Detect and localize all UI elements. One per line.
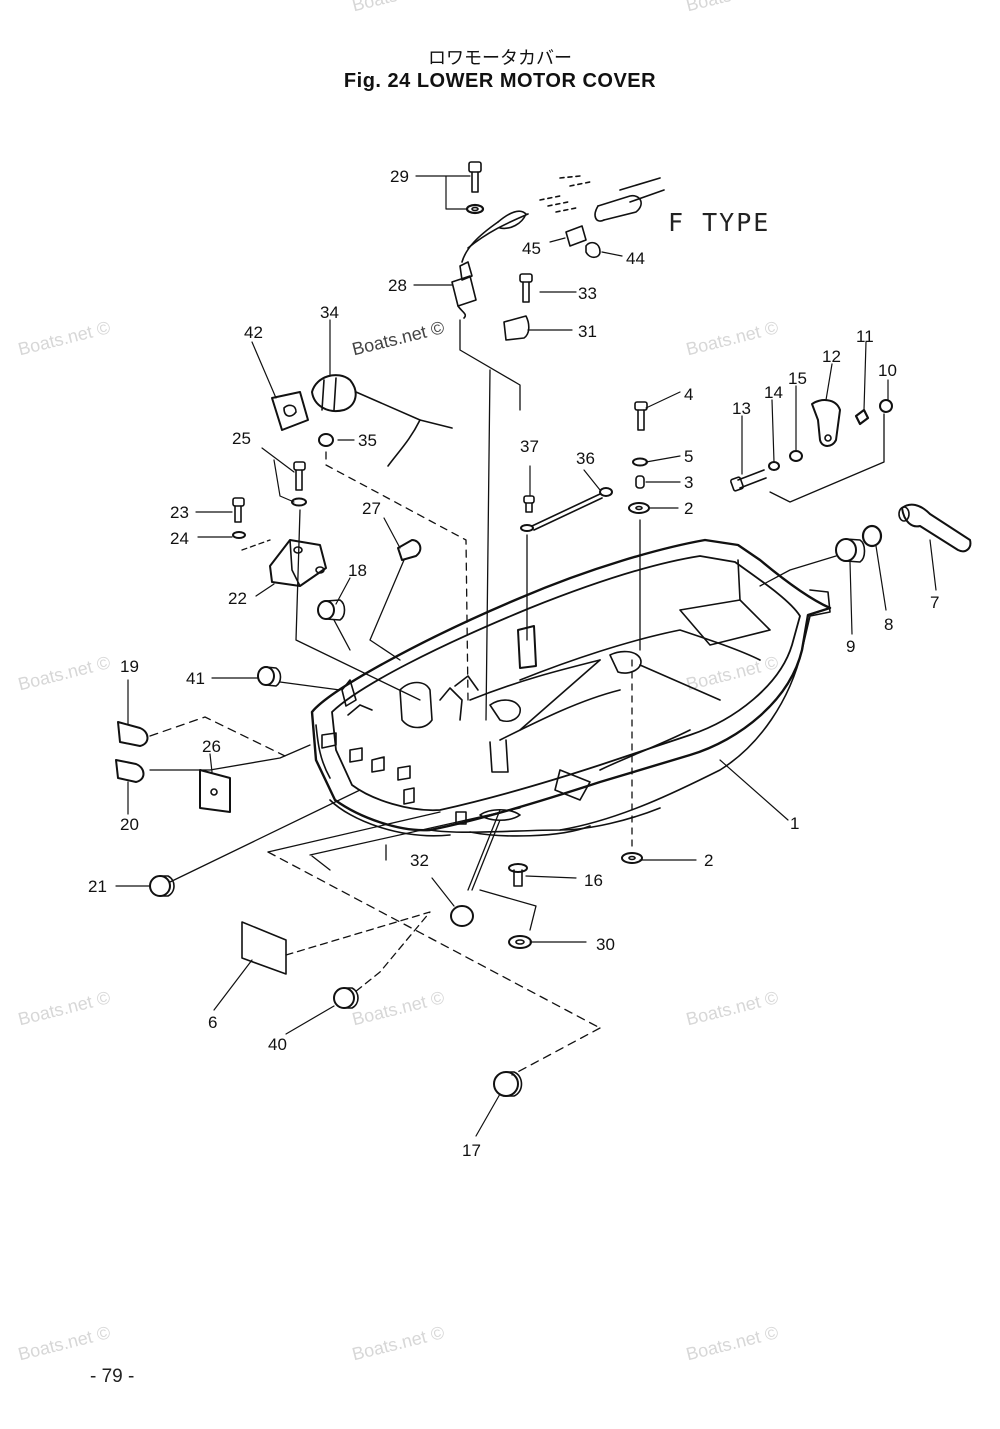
callout-35: 35 — [358, 431, 377, 450]
callout-18: 18 — [348, 561, 367, 580]
callout-30: 30 — [596, 935, 615, 954]
leader-lines — [115, 175, 937, 1137]
callout-1: 1 — [790, 814, 799, 833]
part-44-45-wire-harness — [539, 175, 665, 259]
part-2-grommet-lower — [621, 852, 643, 864]
part-30-grommet — [508, 935, 532, 949]
callout-labels: 1 2 2 3 4 5 6 7 8 9 10 11 12 13 14 15 16… — [88, 167, 939, 1160]
part-21-plug — [149, 875, 175, 897]
part-9-8-7-handle — [835, 503, 972, 563]
callout-2-lower: 2 — [704, 851, 713, 870]
part-18-grommet — [317, 599, 346, 621]
part-6-label — [241, 921, 287, 975]
lower-cover-body — [310, 538, 832, 837]
callout-4: 4 — [684, 385, 693, 404]
part-19-20-clips — [115, 721, 149, 783]
callout-36: 36 — [576, 449, 595, 468]
callout-15: 15 — [788, 369, 807, 388]
callout-34: 34 — [320, 303, 339, 322]
callout-2: 2 — [684, 499, 693, 518]
part-26-plate — [199, 769, 231, 813]
callout-7: 7 — [930, 593, 939, 612]
callout-33: 33 — [578, 284, 597, 303]
figure-title: Fig. 24 LOWER MOTOR COVER — [343, 70, 657, 92]
assembly-lines — [149, 319, 885, 1076]
part-4-5-3-2-bolt-stack — [628, 401, 650, 514]
callout-20: 20 — [120, 815, 139, 834]
part-23-24-screw-washer — [232, 497, 246, 539]
callout-40: 40 — [268, 1035, 287, 1054]
callout-8: 8 — [884, 615, 893, 634]
callout-41: 41 — [186, 669, 205, 688]
callout-9: 9 — [846, 637, 855, 656]
callout-16: 16 — [584, 871, 603, 890]
callout-37: 37 — [520, 437, 539, 456]
callout-13: 13 — [732, 399, 751, 418]
callout-11: 11 — [856, 327, 874, 346]
callout-21: 21 — [88, 877, 107, 896]
part-32-plug — [450, 905, 474, 927]
part-40-plug — [333, 987, 359, 1009]
part-25-bolt — [291, 461, 307, 507]
part-27-clip — [397, 539, 422, 561]
callout-25: 25 — [232, 429, 251, 448]
callout-44: 44 — [626, 249, 645, 268]
callout-12: 12 — [822, 347, 841, 366]
variant-label: F TYPE — [668, 208, 771, 237]
callout-10: 10 — [878, 361, 897, 380]
callout-27: 27 — [362, 499, 381, 518]
part-37-screw — [523, 495, 535, 513]
callout-28: 28 — [388, 276, 407, 295]
callout-3: 3 — [684, 473, 693, 492]
callout-24: 24 — [170, 529, 189, 548]
page-number: - 79 - — [90, 1366, 135, 1387]
callout-6: 6 — [208, 1013, 217, 1032]
part-42-cap — [271, 391, 309, 431]
callout-29: 29 — [390, 167, 409, 186]
callout-42: 42 — [244, 323, 263, 342]
part-41-grommet — [257, 666, 282, 687]
part-16-screw — [508, 863, 528, 887]
part-33-screw — [519, 273, 533, 303]
callout-32: 32 — [410, 851, 429, 870]
callout-19: 19 — [120, 657, 139, 676]
callout-23: 23 — [170, 503, 189, 522]
part-29-bolt-and-washer — [465, 161, 485, 215]
part-28-wire-bracket — [451, 210, 529, 319]
callout-17: 17 — [462, 1141, 481, 1160]
part-31-plate — [503, 315, 530, 341]
part-34-switch — [311, 374, 453, 467]
callout-14: 14 — [764, 383, 783, 402]
callout-22: 22 — [228, 589, 247, 608]
callout-5: 5 — [684, 447, 693, 466]
callout-26: 26 — [202, 737, 221, 756]
callout-45: 45 — [522, 239, 541, 258]
figure-title-japanese: ロワモータカバー — [428, 48, 572, 69]
part-36-rod — [517, 487, 613, 669]
part-13-to-10-lever-assembly — [730, 399, 893, 492]
callout-31: 31 — [578, 322, 597, 341]
part-17-plug — [493, 1071, 523, 1097]
